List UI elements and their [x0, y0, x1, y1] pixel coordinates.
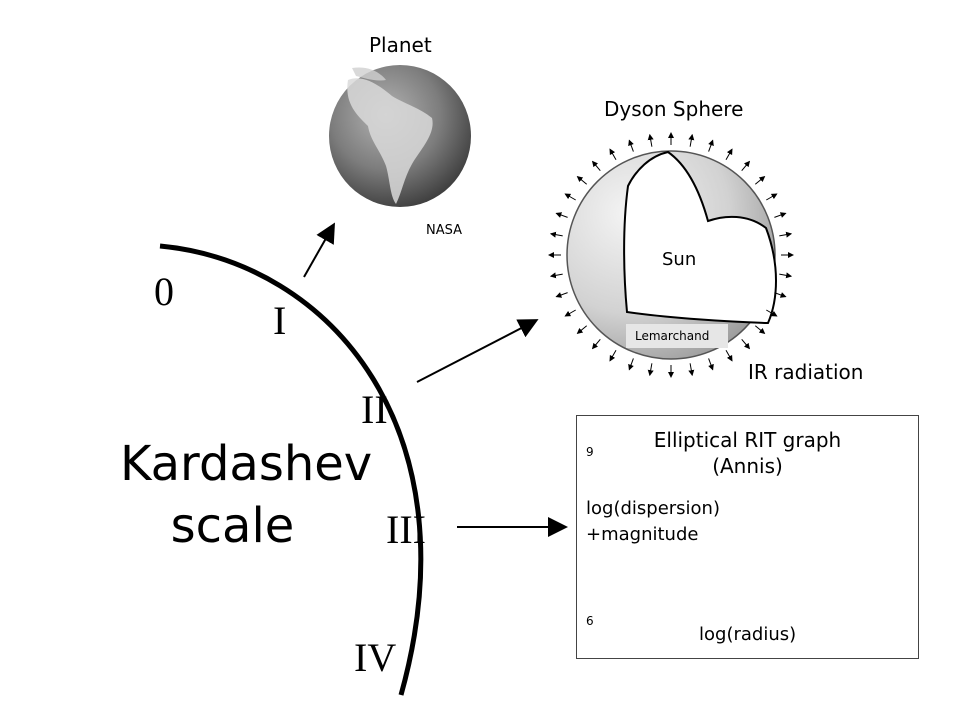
radiation-ray: [754, 175, 766, 185]
graph-x-label: log(radius): [699, 624, 797, 645]
radiation-ray: [555, 292, 568, 298]
scale-title: Kardashev scale: [120, 433, 373, 557]
radiation-ray: [549, 231, 563, 238]
south-america-shape: [347, 78, 433, 204]
scale-title-line1: Kardashev: [120, 436, 373, 492]
planet-credit: NASA: [426, 223, 463, 238]
radiation-ray: [779, 272, 793, 279]
radiation-ray: [628, 139, 634, 152]
radiation-ray: [609, 350, 617, 362]
radiation-ray: [576, 325, 588, 335]
radiation-ray: [549, 272, 563, 279]
ir-radiation-label: IR radiation: [748, 360, 864, 384]
radiation-ray: [576, 175, 588, 185]
radiation-ray: [591, 160, 601, 172]
level-1-label: I: [273, 298, 287, 343]
radiation-ray: [591, 338, 601, 350]
radiation-ray: [688, 363, 695, 377]
radiation-ray: [555, 212, 568, 218]
radiation-ray: [725, 148, 733, 160]
radiation-ray: [564, 193, 576, 201]
radiation-ray: [774, 292, 787, 298]
graph-y-tick-bottom: 6: [586, 614, 594, 628]
radiation-ray: [564, 309, 576, 317]
dyson-sphere-label: Dyson Sphere: [604, 97, 744, 121]
graph-y-label-line2: +magnitude: [586, 524, 699, 545]
scale-arc: [159, 243, 424, 696]
radiation-ray: [647, 363, 654, 377]
level-2-label: II: [361, 387, 388, 432]
planet-globe: [329, 65, 471, 207]
sun-label: Sun: [662, 249, 697, 270]
graph-y-tick-top: 9: [586, 445, 594, 459]
graph-title-line2: (Annis): [712, 454, 783, 478]
radiation-ray: [774, 212, 787, 218]
radiation-ray: [708, 139, 714, 152]
radiation-ray: [779, 231, 793, 238]
north-america-shape: [352, 67, 386, 81]
rit-graph-frame: [576, 415, 919, 659]
radiation-ray: [754, 325, 766, 335]
arrow-to-dyson-sphere: [416, 319, 539, 383]
graph-title-line1: Elliptical RIT graph: [653, 428, 842, 452]
radiation-ray: [628, 358, 634, 371]
radiation-ray: [766, 309, 778, 317]
arrow-to-planet: [303, 222, 335, 278]
dyson-sphere-illustration: [548, 132, 794, 378]
radiation-ray: [688, 133, 695, 147]
graph-title: Elliptical RIT graph (Annis): [576, 427, 919, 479]
sphere-cutaway: [623, 150, 777, 325]
graph-y-label: log(dispersion) +magnitude: [586, 496, 720, 548]
radiation-ray: [766, 193, 778, 201]
ir-radiation-rays: [548, 132, 794, 378]
level-0-label: 0: [154, 269, 174, 314]
radiation-ray: [708, 358, 714, 371]
level-3-label: III: [386, 507, 426, 552]
graph-y-label-line1: log(dispersion): [586, 498, 720, 519]
dyson-credit-badge: Lemarchand: [626, 324, 728, 348]
radiation-ray: [647, 133, 654, 147]
planet-label: Planet: [369, 33, 432, 57]
radiation-ray: [609, 148, 617, 160]
level-4-label: IV: [354, 635, 397, 680]
radiation-ray: [741, 160, 751, 172]
radiation-ray: [725, 350, 733, 362]
radiation-ray: [741, 338, 751, 350]
scale-title-line2: scale: [170, 498, 295, 554]
